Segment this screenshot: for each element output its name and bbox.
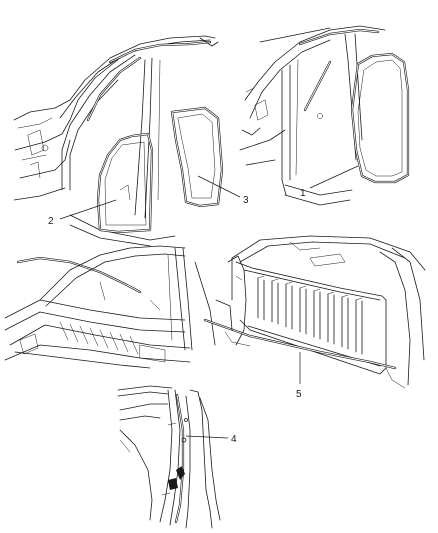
callout-5: 5 bbox=[296, 389, 302, 400]
callout-3: 3 bbox=[243, 195, 249, 206]
callout-2: 2 bbox=[48, 216, 54, 227]
leader-4 bbox=[185, 435, 229, 439]
tailgate-view bbox=[203, 235, 426, 389]
leader-3 bbox=[197, 175, 241, 198]
leader-1 bbox=[309, 165, 359, 189]
rear-door-opening-view bbox=[239, 25, 410, 206]
callout-1: 1 bbox=[300, 188, 306, 199]
leader-2 bbox=[59, 199, 117, 220]
leader-lines bbox=[59, 165, 359, 439]
cowl-view bbox=[4, 245, 216, 369]
pillar-seal-view bbox=[117, 385, 221, 529]
front-door-opening-view bbox=[13, 35, 224, 247]
callout-4: 4 bbox=[231, 434, 237, 445]
callout-labels: 1 2 3 4 5 bbox=[48, 188, 306, 445]
